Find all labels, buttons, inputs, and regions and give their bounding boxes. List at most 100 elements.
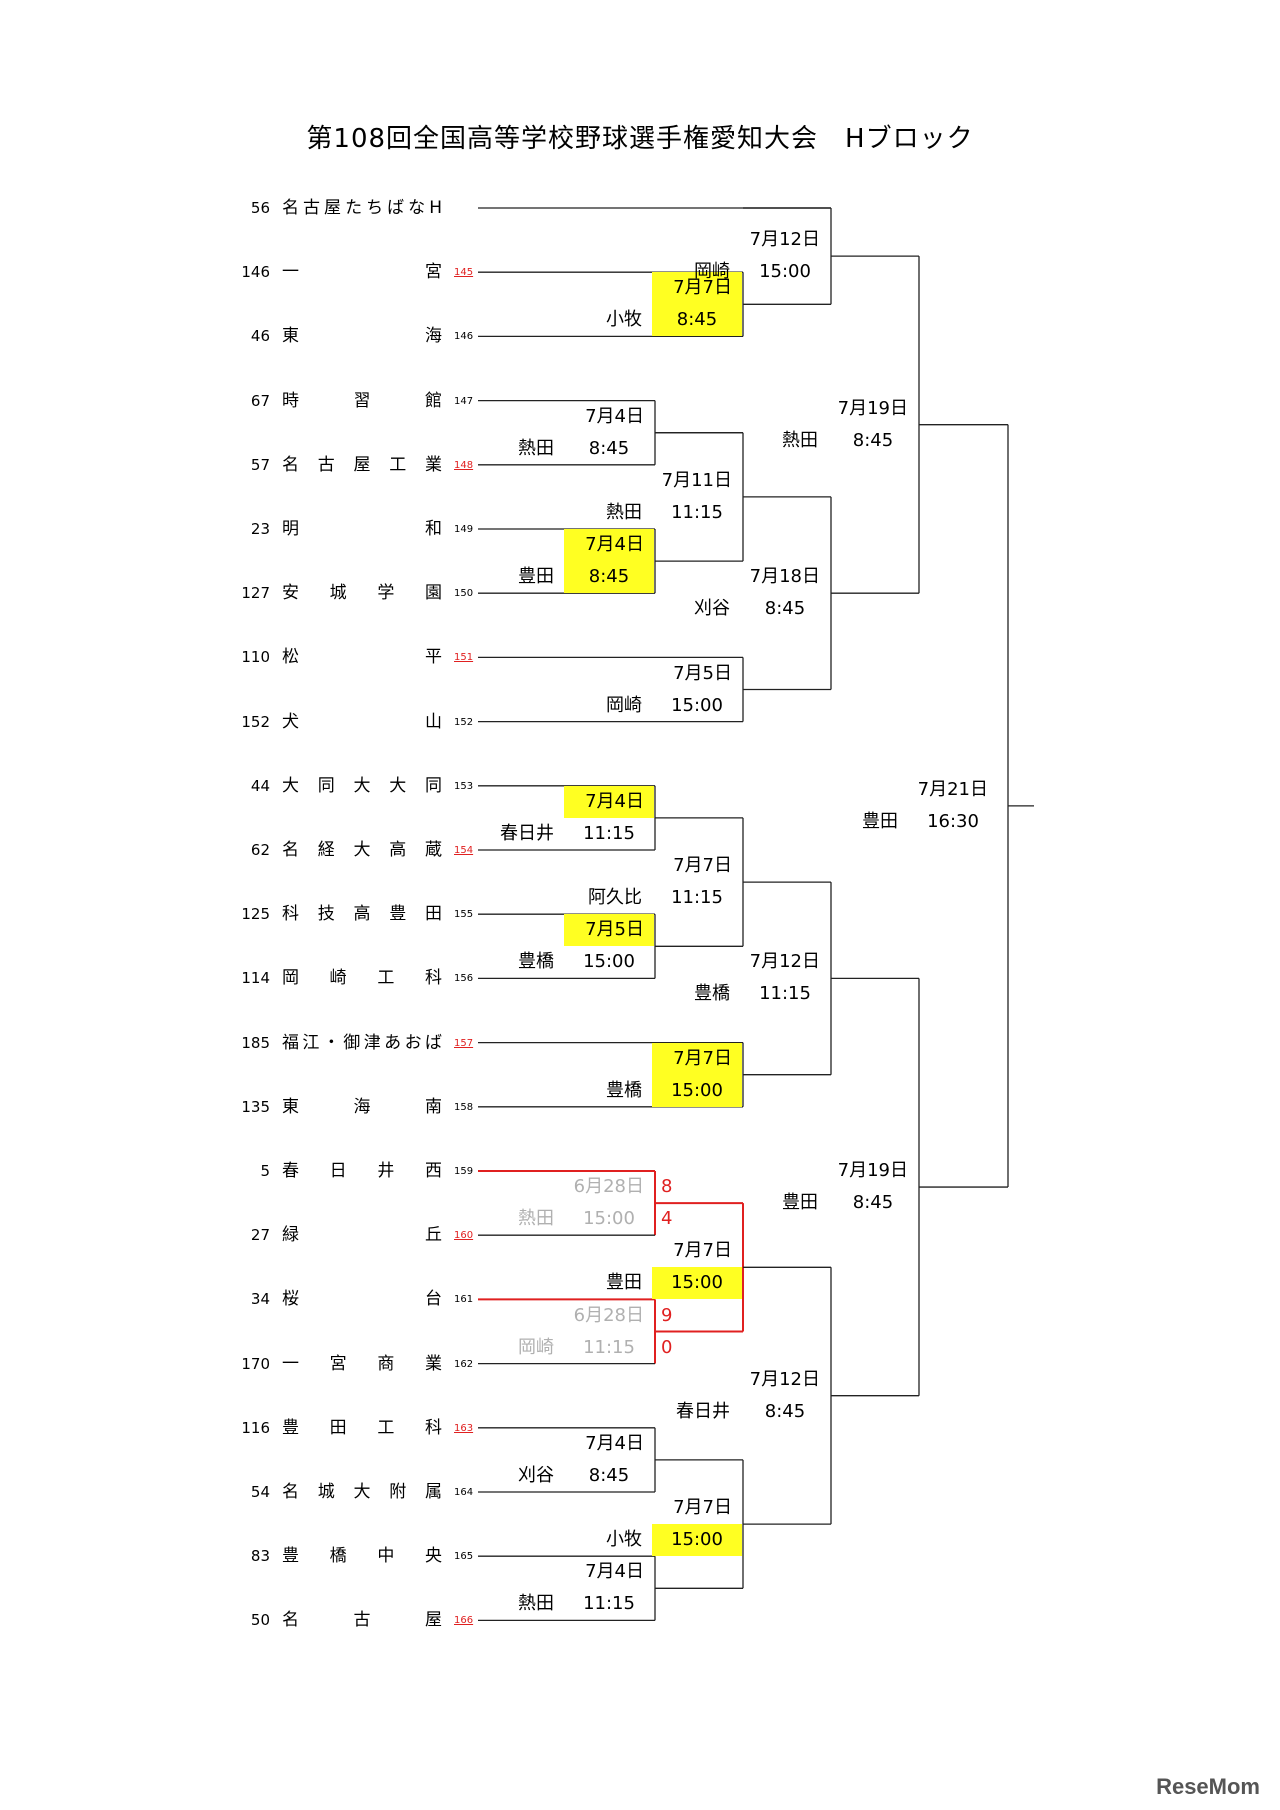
match-date: 7月4日	[585, 1561, 644, 1583]
match-date: 7月12日	[749, 229, 820, 251]
match-number: 150	[454, 588, 474, 600]
team-seed: 23	[250, 520, 270, 538]
match-time: 11:15	[671, 887, 723, 909]
match-time: 8:45	[564, 561, 654, 594]
team-seed: 116	[241, 1418, 270, 1437]
match-date: 6月28日	[573, 1304, 644, 1326]
match-time: 15:00	[652, 1267, 742, 1300]
match-number: 160	[454, 1230, 474, 1242]
match-number: 153	[454, 780, 474, 792]
match-number: 166	[454, 1615, 474, 1627]
match-venue: 刈谷	[694, 598, 730, 620]
match-venue: 豊橋	[518, 951, 554, 973]
team-seed: 62	[250, 841, 270, 859]
resemom-logo: ReseMom	[1156, 1774, 1260, 1799]
team-name: 春日井西	[282, 1161, 442, 1181]
match-date: 7月18日	[749, 566, 820, 588]
match-number: 147	[454, 395, 474, 407]
match-venue: 刈谷	[518, 1464, 554, 1486]
team-name: 名古屋	[282, 1610, 442, 1631]
team-seed: 50	[250, 1611, 270, 1630]
team-name: 明和	[282, 519, 442, 539]
match-time: 8:45	[764, 598, 806, 620]
match-date: 7月4日	[564, 785, 654, 818]
match-time: 8:45	[588, 437, 630, 459]
team-seed: 67	[250, 391, 270, 410]
match-date: 7月7日	[652, 272, 742, 305]
match-time: 15:00	[759, 261, 811, 283]
match-number: 159	[454, 1166, 474, 1177]
match-date: 7月7日	[652, 1042, 742, 1075]
match-venue: 岡崎	[694, 261, 730, 283]
team-seed: 125	[241, 905, 270, 924]
team-name: 一宮商業	[282, 1353, 442, 1374]
team-seed: 135	[241, 1097, 270, 1116]
match-time: 11:15	[583, 1336, 635, 1358]
match-date: 7月4日	[585, 405, 644, 427]
match-time: 11:15	[583, 822, 635, 844]
match-venue: 豊田	[518, 566, 554, 588]
match-number: 145	[454, 267, 474, 279]
match-venue: 岡崎	[606, 694, 642, 716]
match-number: 156	[454, 973, 474, 985]
team-name: 東海南	[282, 1096, 442, 1117]
team-name: 豊田工科	[282, 1417, 442, 1438]
team-name: 時習館	[282, 390, 442, 411]
match-date: 7月21日	[917, 778, 988, 800]
team-name: 大同大大同	[282, 775, 442, 796]
team-seed: 34	[250, 1290, 270, 1309]
team-name: 名古屋たちばなH	[282, 198, 442, 218]
team-seed: 27	[250, 1226, 270, 1245]
match-date: 7月19日	[837, 397, 908, 419]
match-number: 155	[454, 909, 474, 921]
team-name: 松平	[282, 647, 442, 668]
match-venue: 春日井	[500, 822, 554, 844]
team-seed: 170	[241, 1354, 270, 1373]
match-time: 8:45	[764, 1400, 806, 1422]
match-time: 11:15	[583, 1593, 635, 1615]
team-name: 岡崎工科	[282, 968, 442, 989]
match-venue: 熱田	[518, 1208, 554, 1230]
game-score: 8	[661, 1176, 673, 1198]
match-number: 163	[454, 1422, 474, 1434]
match-number: 151	[454, 652, 474, 664]
team-name: 東海	[282, 326, 442, 347]
match-venue: 豊田	[782, 1192, 818, 1214]
match-time: 11:15	[759, 983, 811, 1005]
match-venue: 小牧	[606, 309, 642, 331]
match-number: 161	[454, 1294, 474, 1306]
team-name: 豊橋中央	[282, 1546, 442, 1567]
team-seed: 127	[241, 584, 270, 603]
team-name: 科技高豊田	[282, 904, 442, 925]
match-date: 7月7日	[673, 1497, 732, 1519]
match-time: 8:45	[852, 429, 894, 451]
team-seed: 83	[250, 1547, 270, 1566]
team-seed: 5	[260, 1162, 270, 1180]
match-number: 165	[454, 1551, 474, 1563]
match-time: 15:00	[583, 1208, 635, 1230]
match-date: 6月28日	[573, 1176, 644, 1198]
match-time: 15:00	[583, 951, 635, 973]
match-date: 7月7日	[673, 855, 732, 877]
team-name: 名城大附属	[282, 1482, 442, 1502]
match-venue: 豊田	[862, 810, 898, 832]
match-number: 149	[454, 524, 474, 535]
team-name: 一宮	[282, 262, 442, 283]
match-number: 154	[454, 845, 474, 856]
match-date: 7月4日	[564, 529, 654, 562]
match-number: 158	[454, 1101, 474, 1113]
team-seed: 146	[241, 263, 270, 282]
game-score: 4	[661, 1208, 673, 1230]
match-venue: 熱田	[782, 429, 818, 451]
team-seed: 56	[250, 199, 270, 217]
team-seed: 46	[250, 327, 270, 346]
team-seed: 114	[241, 969, 270, 988]
team-name: 緑丘	[282, 1225, 442, 1246]
match-number: 162	[454, 1358, 474, 1370]
match-time: 11:15	[671, 501, 723, 523]
match-number: 157	[454, 1037, 474, 1049]
team-name: 犬山	[282, 711, 442, 732]
match-date: 7月5日	[564, 914, 654, 947]
team-seed: 57	[250, 455, 270, 474]
